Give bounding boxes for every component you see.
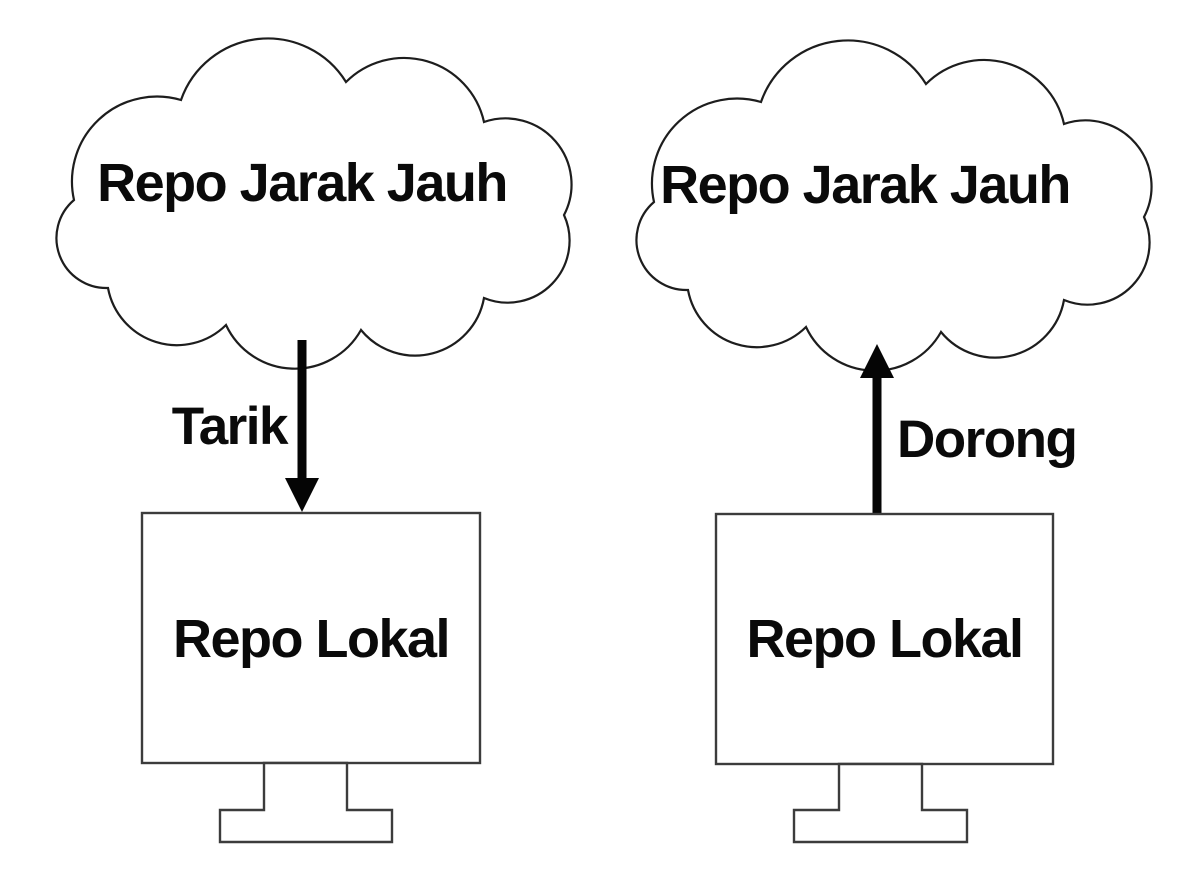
push-arrow-label: Dorong xyxy=(897,410,1078,469)
monitor-stand-right xyxy=(792,762,969,844)
push-arrowhead-icon xyxy=(860,344,894,378)
pull-arrow-stem xyxy=(297,340,307,480)
remote-repo-label-left: Repo Jarak Jauh xyxy=(97,153,508,213)
local-repo-monitor-right xyxy=(714,512,1055,844)
local-repo-label-right: Repo Lokal xyxy=(746,609,1024,669)
local-repo-label-left: Repo Lokal xyxy=(172,609,451,669)
monitor-screen-left xyxy=(140,511,482,765)
push-arrow-up xyxy=(860,344,894,515)
monitor-screen-right xyxy=(714,512,1055,766)
pull-arrow-label: Tarik xyxy=(171,397,289,456)
remote-repo-label-right: Repo Jarak Jauh xyxy=(660,155,1071,215)
local-repo-monitor-left xyxy=(140,511,482,844)
pull-arrow-down xyxy=(285,340,319,512)
monitor-stand-left xyxy=(218,761,394,844)
pull-arrowhead-icon xyxy=(285,478,319,512)
push-arrow-stem xyxy=(872,376,882,515)
